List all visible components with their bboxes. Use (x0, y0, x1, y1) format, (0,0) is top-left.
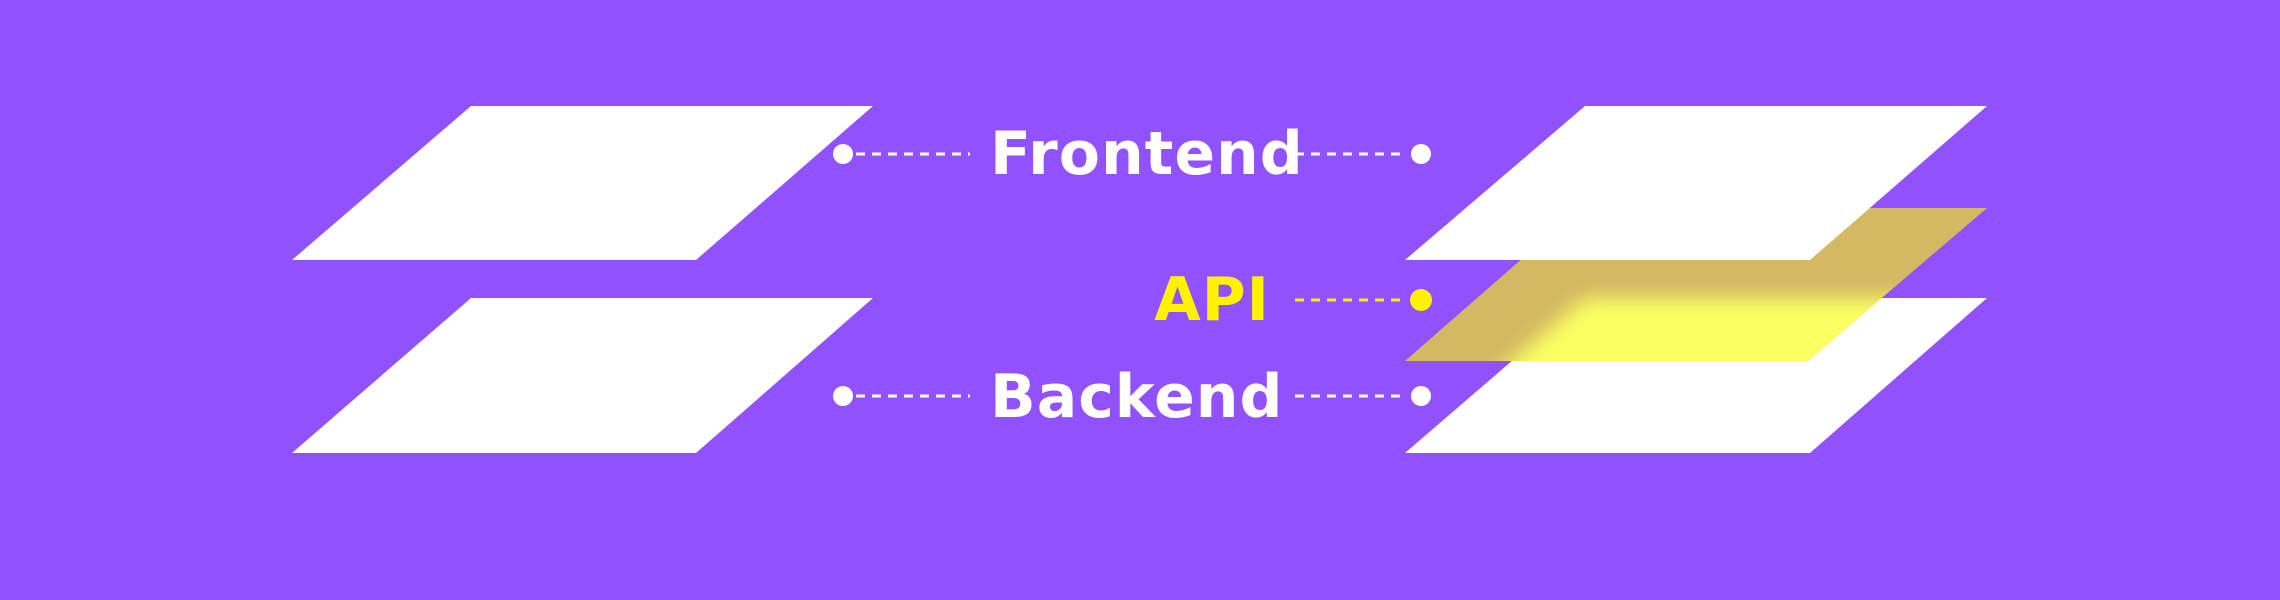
api-label: API (1154, 265, 1270, 335)
frontend-connector-left (833, 144, 970, 164)
right-frontend-layer (1405, 106, 1987, 260)
backend-connector-left (833, 386, 970, 406)
frontend-connector-right (1295, 144, 1431, 164)
left-frontend-layer (292, 106, 873, 260)
left-backend-layer (292, 298, 873, 453)
backend-connector-right (1295, 386, 1431, 406)
frontend-label: Frontend (990, 119, 1304, 189)
backend-label: Backend (990, 362, 1284, 432)
api-connector (1295, 289, 1432, 311)
